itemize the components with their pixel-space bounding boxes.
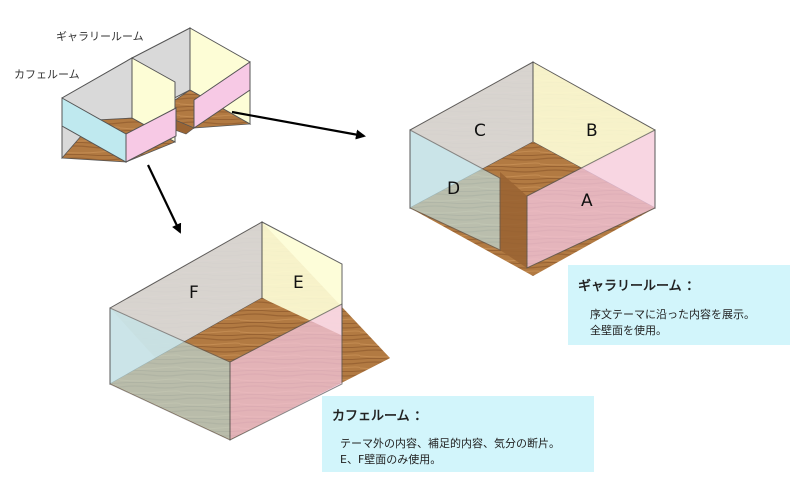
wall-letter-f: F (189, 283, 199, 303)
cafe-box-title: カフェルーム ： (332, 409, 428, 424)
arrow-to-cafe (147, 164, 182, 234)
cafe-wall-front-right (229, 303, 343, 441)
gallery-box-line-2: 全壁面を使用。 (590, 324, 667, 337)
gallery-partition-floor (500, 172, 527, 268)
arrow-to-gallery (231, 110, 366, 140)
overview-cafe-label: カフェルーム (14, 68, 80, 81)
wall-letter-e: E (293, 273, 304, 293)
gallery-room: C B D A (409, 61, 656, 276)
overview-gallery-front-right-wall (193, 61, 251, 129)
gallery-box-title: ギャラリールーム ： (578, 279, 700, 294)
wall-letter-d: D (447, 179, 460, 199)
cafe-room: F E (109, 221, 390, 441)
cafe-box-line-2: E、F壁面のみ使用。 (340, 453, 442, 466)
gallery-wall-d (409, 129, 501, 251)
wall-letter-b: B (586, 121, 598, 141)
gallery-description-box: ギャラリールーム ： 序文テーマに沿った内容を展示。 全壁面を使用。 (568, 265, 790, 345)
gallery-box-text: 序文テーマに沿った内容を展示。 全壁面を使用。 (590, 307, 755, 339)
cafe-box-line-1: テーマ外の内容、補足的内容、気分の断片。 (340, 437, 560, 450)
overview-cafe-front-right-wall (125, 107, 177, 163)
gallery-wall-a (526, 129, 656, 269)
wall-letter-a: A (581, 191, 593, 211)
overview-plan (61, 27, 252, 163)
cafe-description-box: カフェルーム ： テーマ外の内容、補足的内容、気分の断片。 E、F壁面のみ使用。 (322, 396, 594, 472)
cafe-box-text: テーマ外の内容、補足的内容、気分の断片。 E、F壁面のみ使用。 (340, 436, 560, 468)
overview-gallery-label: ギャラリールーム (56, 30, 144, 43)
gallery-box-line-1: 序文テーマに沿った内容を展示。 (590, 308, 755, 321)
wall-letter-c: C (474, 121, 486, 141)
